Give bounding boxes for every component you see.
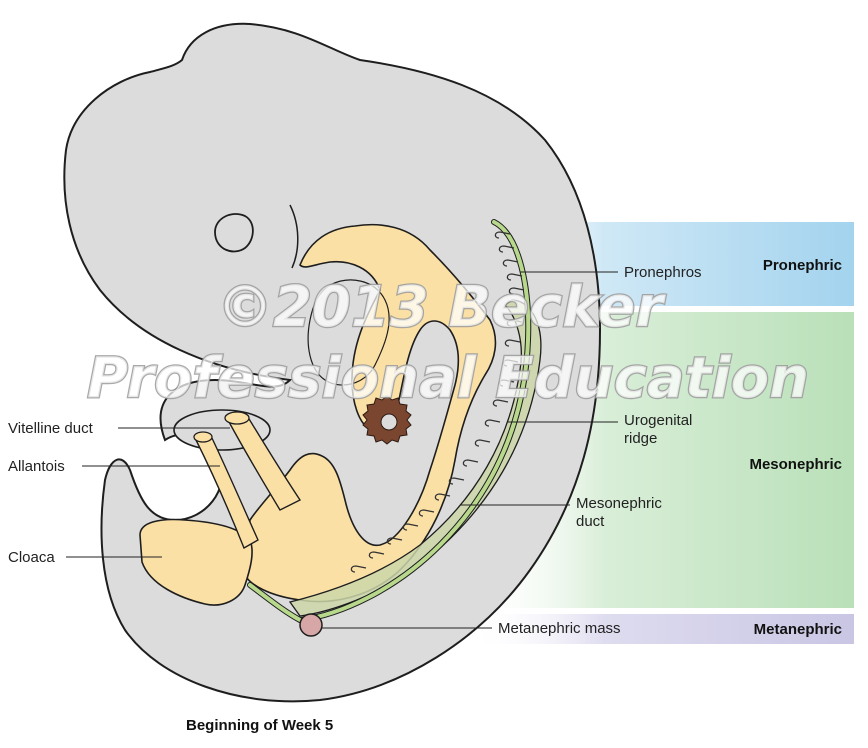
- label-allantois: Allantois: [8, 458, 65, 475]
- cloaca-hindgut: [139, 518, 253, 606]
- zone-pronephric: Pronephric: [763, 257, 842, 274]
- label-urogenital-ridge-2: ridge: [624, 430, 657, 447]
- pericardial-cavity: [307, 279, 390, 386]
- urogenital-ridge: [288, 299, 542, 617]
- metanephric-band: [470, 614, 854, 644]
- zone-metanephric: Metanephric: [754, 621, 842, 638]
- watermark-line-1: ©2013 Becker: [217, 275, 666, 340]
- umbilical-tubes: [173, 409, 302, 550]
- label-urogenital-ridge-1: Urogenital: [624, 412, 692, 429]
- leader-lines: [66, 271, 618, 629]
- watermark-line-2: Professional Education: [87, 346, 809, 411]
- vitelline-duct: [226, 413, 302, 511]
- allantois-tube: [195, 433, 259, 550]
- metanephric-mass: [299, 613, 323, 637]
- label-metanephric-mass: Metanephric mass: [498, 620, 621, 637]
- label-cloaca: Cloaca: [8, 549, 55, 566]
- head-fold-line: [289, 204, 299, 269]
- heart: [362, 395, 412, 445]
- label-mesonephric-duct-2: duct: [576, 513, 605, 530]
- label-pronephros: Pronephros: [624, 264, 702, 281]
- nephric-tubules: [350, 231, 525, 573]
- optic-vesicle: [214, 213, 254, 253]
- label-mesonephric-duct-1: Mesonephric: [576, 495, 662, 512]
- figure-caption: Beginning of Week 5: [186, 717, 333, 734]
- label-vitelline-duct: Vitelline duct: [8, 420, 94, 437]
- zone-mesonephric: Mesonephric: [749, 456, 842, 473]
